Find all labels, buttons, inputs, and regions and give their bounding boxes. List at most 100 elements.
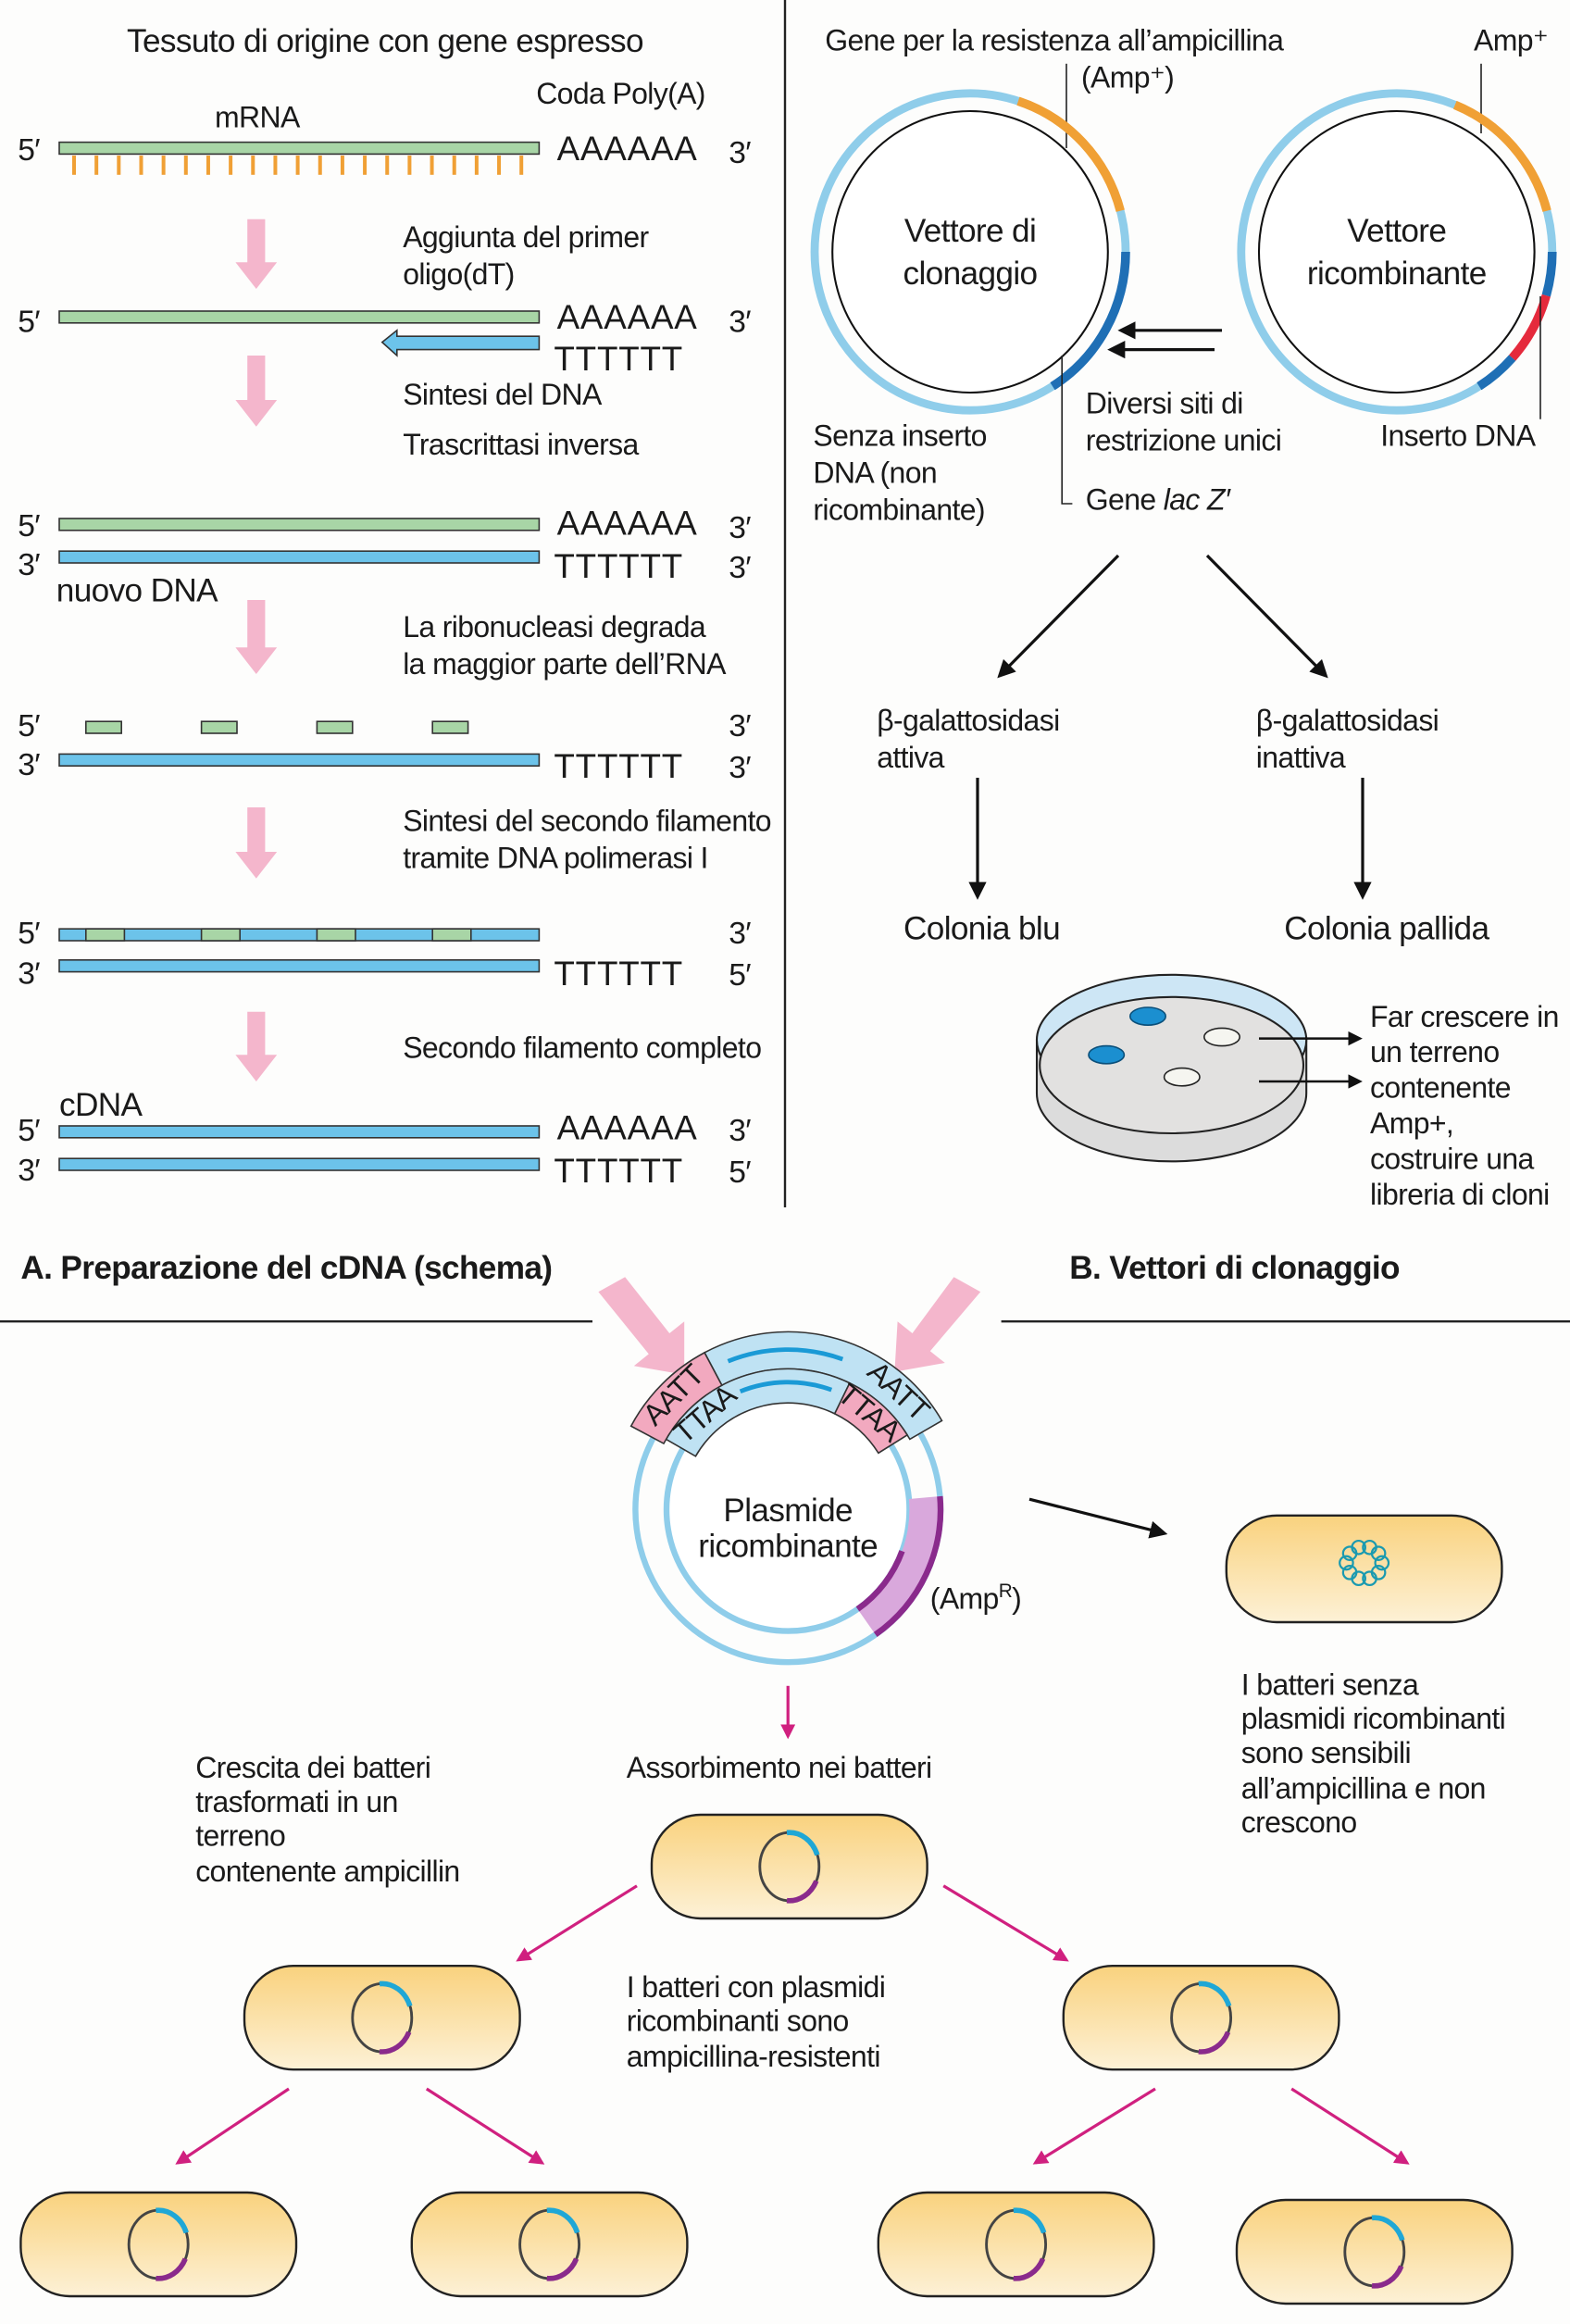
step-label: Aggiunta del primer [403, 220, 649, 254]
magenta-arrow-icon [942, 1884, 1069, 1962]
bacterium [1235, 2198, 1514, 2305]
plasmid-insert-segment [786, 1830, 820, 1856]
poly-t-sequence: TTTTTT [554, 1152, 683, 1190]
new-dna-label: nuovo DNA [56, 573, 218, 609]
insert-line [739, 1380, 833, 1394]
cloning-vector-plasmid [810, 89, 1130, 415]
pink-arrow-icon [598, 1277, 685, 1375]
step-label: Sintesi del secondo filamento [403, 805, 771, 838]
rnase-row: 5′ 3′ 3′ TTTTTT 3′ [18, 709, 752, 785]
bacterium-cell [1062, 1965, 1340, 2071]
dna-strand [58, 1125, 541, 1139]
mrna-strand [58, 141, 541, 156]
chromosome-loop [1370, 1545, 1387, 1561]
plasmid-amp-segment [1371, 2265, 1404, 2289]
lacz-name: lac Z′ [1164, 482, 1231, 516]
three-prime-label: 3′ [729, 709, 751, 743]
bacterium-cell [19, 2191, 298, 2298]
sensitive-bacteria-label: plasmidi ricombinanti [1241, 1702, 1505, 1735]
amp-gene-label: Gene per la resistenza all’ampicillina [825, 23, 1284, 56]
bacterial-chromosome-icon [1339, 1539, 1390, 1587]
plasmid-amp-segment [1198, 2030, 1231, 2055]
sensitive-bacteria-label: all’ampicillina e non [1241, 1771, 1486, 1805]
plasmid-amp-segment [786, 1880, 819, 1904]
uptake-label: Assorbimento nei batteri [627, 1751, 932, 1784]
pink-arrow-icon [894, 1277, 981, 1372]
cdna-label: cDNA [59, 1087, 143, 1123]
pale-colony-label: Colonia pallida [1284, 910, 1489, 946]
grow-instruction: un terreno [1370, 1035, 1499, 1068]
arrow-icon [997, 554, 1120, 679]
bacterium-cell [877, 2191, 1155, 2298]
sensitive-bacteria-label: sono sensibili [1241, 1736, 1411, 1769]
lacz-gene-segment [1050, 251, 1130, 391]
three-prime-label: 3′ [729, 305, 751, 339]
panel-b-caption: B. Vettori di clonaggio [1069, 1250, 1400, 1286]
plasmid-amp-segment [1013, 2257, 1046, 2281]
rna-fragment [200, 720, 238, 734]
pink-arrow-icon [235, 1011, 278, 1081]
magenta-arrow-icon [175, 2087, 290, 2165]
plasmid-insert-segment [1198, 1980, 1232, 2007]
magenta-arrow-icon [1032, 2087, 1156, 2165]
no-insert-label: ricombinante) [813, 494, 985, 527]
three-prime-label: 3′ [18, 956, 40, 991]
amp-plus-label: Amp⁺ [1474, 23, 1548, 56]
step-label: la maggior parte dell’RNA [403, 647, 727, 681]
bacterium [19, 2191, 298, 2298]
poly-a-sequence: AAAAAA [557, 1108, 698, 1146]
mrna-strand [58, 310, 541, 324]
poly-t-sequence: TTTTTT [554, 955, 683, 993]
dna-strand [58, 959, 541, 973]
bacterium-cell [1235, 2198, 1514, 2305]
amp-r-label: (AmpR) [930, 1581, 1021, 1616]
five-prime-label: 5′ [18, 917, 40, 951]
lacz-gene-segment [1477, 355, 1516, 391]
sensitive-bacteria-label: I batteri senza [1241, 1668, 1419, 1701]
leader-line [1061, 356, 1073, 505]
hybrid-row: 5′ AAAAAA 3′ 3′ TTTTTT 3′ nuovo DNA [18, 505, 752, 609]
panel-a-title: Tessuto di origine con gene espresso [127, 23, 643, 59]
cdna-row: cDNA 5′ AAAAAA 3′ 3′ TTTTTT 5′ [18, 1087, 752, 1190]
panel-a-cdna-preparation: Tessuto di origine con gene espresso Cod… [18, 23, 771, 1190]
step-label: oligo(dT) [403, 257, 515, 291]
resistant-bacteria-label: ampicillina-resistenti [627, 2040, 880, 2073]
blue-colony-label: Colonia blu [903, 910, 1060, 946]
amp-gene-segment [1452, 100, 1551, 212]
poly-a-sequence: AAAAAA [557, 130, 698, 168]
rna-fragment [431, 928, 472, 942]
grow-instruction: Amp+, [1370, 1106, 1453, 1140]
plasmid-insert-segment [546, 2207, 580, 2234]
growth-label: trasformati in un [195, 1785, 398, 1818]
plasmid-amp-segment [156, 2257, 188, 2281]
primer-row: 5′ AAAAAA 3′ TTTTTT [18, 298, 752, 378]
poly-t-sequence: TTTTTT [554, 340, 683, 378]
beta-gal-active-label: attiva [877, 741, 944, 774]
plasmid-inner-strand [1257, 109, 1536, 394]
beta-gal-inactive-label: inattiva [1256, 741, 1346, 774]
amp-gene-segment [1016, 96, 1125, 212]
resistant-bacteria-label: ricombinanti sono [627, 2005, 849, 2038]
three-prime-label: 3′ [729, 917, 751, 951]
chromosome-loop [1341, 1565, 1358, 1581]
step-label: Sintesi del DNA [403, 378, 603, 411]
three-prime-label: 3′ [729, 751, 751, 785]
pink-arrow-icon [235, 600, 278, 674]
amp-r-outer [873, 1495, 944, 1638]
five-prime-label: 5′ [18, 133, 40, 168]
vector-label: clonaggio [903, 256, 1038, 292]
blue-colony [1088, 1044, 1126, 1065]
no-insert-label: Senza inserto [813, 419, 986, 453]
insert-dna-segment [1509, 294, 1551, 361]
five-prime-label: 5′ [18, 1114, 40, 1148]
chromosome-loop [1362, 1570, 1377, 1587]
bacterium [650, 1813, 928, 1920]
dna-strand [58, 928, 541, 942]
chromosome-loop [1339, 1555, 1354, 1571]
restriction-sites-label: Diversi siti di [1086, 386, 1243, 419]
mrna-bases [72, 156, 524, 175]
plasmid-amp-segment [379, 2030, 412, 2055]
grow-instruction: Far crescere in [1370, 1000, 1559, 1033]
step-label: tramite DNA polimerasi I [403, 842, 708, 875]
poly-t-sequence: TTTTTT [554, 547, 683, 585]
